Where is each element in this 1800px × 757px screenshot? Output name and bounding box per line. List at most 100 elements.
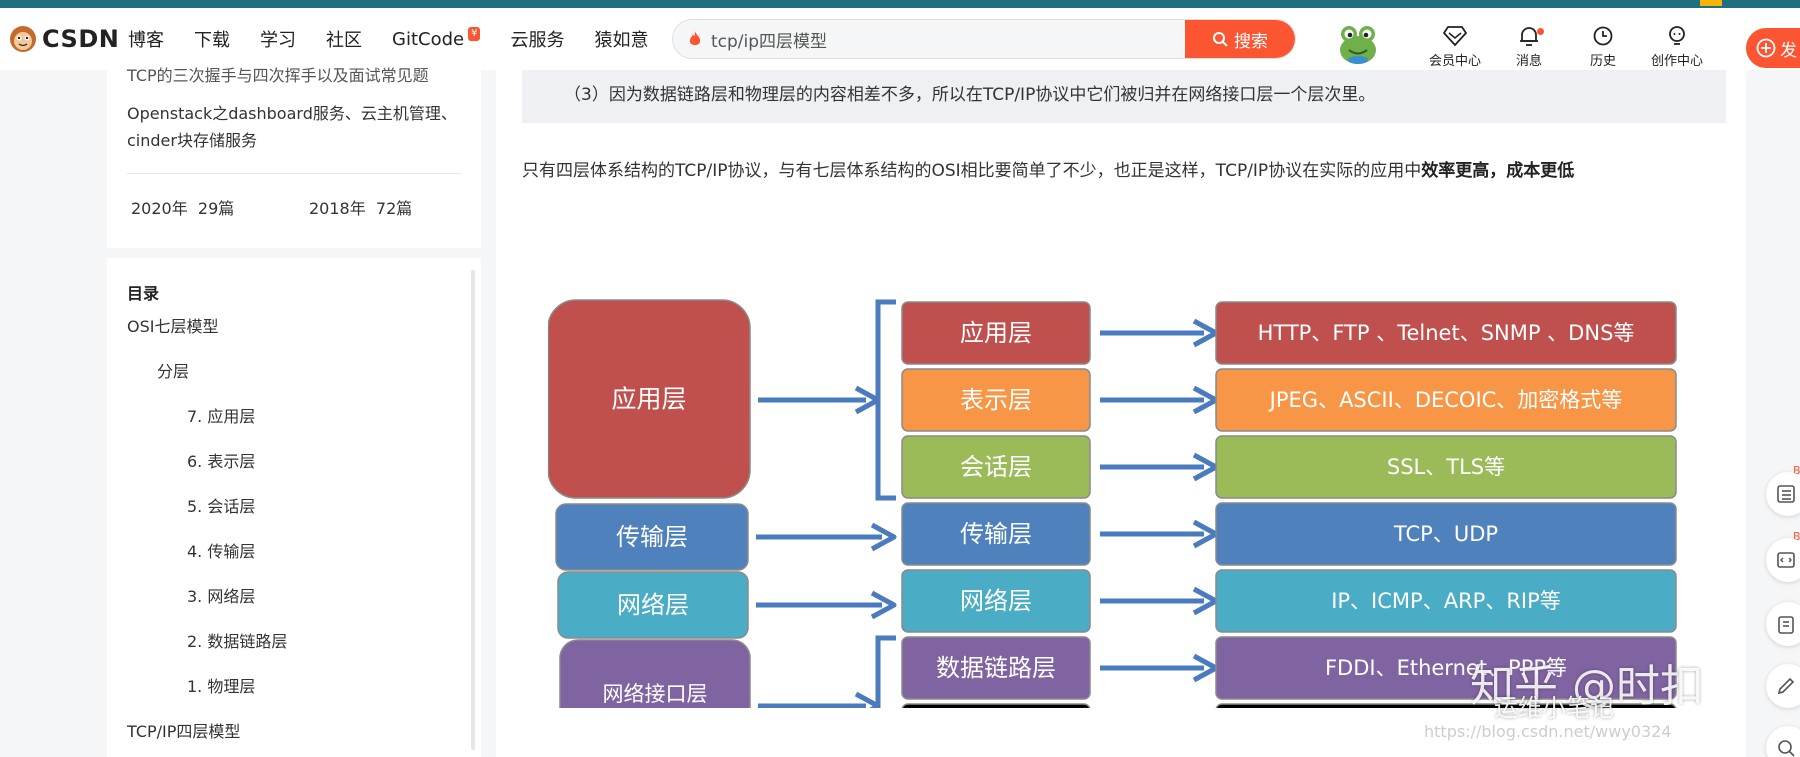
protocol-box-label: FDDI、Ethernet、PPP等 (1325, 656, 1567, 680)
csdn-url-watermark: https://blog.csdn.net/wwy0324 (1424, 722, 1672, 741)
toc-item[interactable]: 5. 会话层 (187, 497, 256, 516)
list-icon (1777, 485, 1795, 503)
tool-label: 会员中心 (1428, 54, 1481, 69)
protocol-box (1215, 301, 1677, 365)
nav-label: 下载 (194, 30, 230, 51)
osi-layer-box-label: 表示层 (960, 386, 1032, 414)
search-button-label: 搜索 (1234, 31, 1268, 52)
related-article-link[interactable]: Openstack之dashboard服务、云主机管理、cinder块存储服务 (127, 104, 457, 150)
nav-label: 云服务 (510, 30, 565, 51)
tcpip-layer-box-label: 网络层 (617, 591, 689, 619)
tool-label: 消息 (1515, 54, 1542, 69)
nav-yuanruyi[interactable]: 猿如意 (594, 26, 648, 52)
floating-edit-button[interactable] (1766, 664, 1800, 708)
edit-icon (1777, 677, 1795, 695)
protocol-box-label: JPEG、ASCII、DECOIC、加密格式等 (1268, 388, 1623, 412)
bell-icon (1520, 27, 1538, 46)
protocol-box (1215, 502, 1677, 566)
nav-cloud[interactable]: 云服务 (510, 26, 564, 52)
toc-item[interactable]: 4. 传输层 (187, 542, 256, 561)
unread-dot (1537, 28, 1544, 35)
vip-center-button[interactable]: 会员中心 (1418, 16, 1492, 78)
header-tools: 会员中心 消息 历史 创作中心 (1418, 16, 1714, 78)
osi-layer-box-label: 传输层 (960, 520, 1032, 548)
nav-learn[interactable]: 学习 (260, 26, 296, 52)
toc-item[interactable]: 分层 (157, 362, 190, 381)
tcpip-layer-box (559, 639, 751, 708)
article-paragraph: 只有四层体系结构的TCP/IP协议，与有七层体系结构的OSI相比要简单了不少，也… (522, 155, 1732, 188)
clipboard-icon (1778, 616, 1794, 634)
archive-year: 2018年 (309, 199, 366, 218)
blockquote: （3）因为数据链路层和物理层的内容相差不多，所以在TCP/IP协议中它们被归并在… (522, 70, 1726, 123)
osi-layer-box (901, 569, 1091, 633)
archive-2020[interactable]: 2020年 29篇 (131, 195, 234, 219)
float-badge: B (1793, 530, 1800, 543)
vip-corner-mark (1700, 0, 1722, 6)
protocol-box-label: IP、ICMP、ARP、RIP等 (1331, 589, 1561, 613)
messages-button[interactable]: 消息 (1492, 16, 1566, 78)
toc-item[interactable]: TCP/IP四层模型 (127, 722, 241, 741)
search-button[interactable]: 搜索 (1185, 20, 1295, 58)
csdn-logo[interactable]: CSDN (8, 24, 119, 54)
divider (127, 173, 461, 174)
osi-layer-box (901, 368, 1091, 432)
toc-item[interactable]: 7. 应用层 (187, 407, 256, 426)
toc-item[interactable]: 3. 网络层 (187, 587, 256, 606)
related-articles-card: TCP的三次握手与四次挥手以及面试常见题 Openstack之dashboard… (107, 66, 481, 248)
tcpip-layer-box-label: 网络接口层 (603, 682, 708, 706)
nav-label: 猿如意 (594, 30, 649, 51)
protocol-box-label: SSL、TLS等 (1387, 455, 1505, 479)
link-bracket (875, 635, 896, 708)
nav-gitcode[interactable]: GitCode¥ (392, 27, 481, 50)
tool-label: 创作中心 (1650, 54, 1703, 69)
history-button[interactable]: 历史 (1566, 16, 1640, 78)
plus-circle-icon (1756, 38, 1776, 58)
toc-scrollbar[interactable] (471, 270, 475, 750)
tcpip-arrow-head (870, 522, 897, 552)
archive-2018[interactable]: 2018年 72篇 (309, 195, 412, 219)
quote-text: （3）因为数据链路层和物理层的内容相差不多，所以在TCP/IP协议中它们被归并在… (564, 85, 1376, 105)
floating-clipboard-button[interactable] (1766, 602, 1800, 646)
float-badge: B (1793, 464, 1800, 477)
tcpip-layer-box-label: 传输层 (616, 523, 688, 551)
creator-center-button[interactable]: 创作中心 (1640, 16, 1714, 78)
publish-button[interactable]: 发 (1746, 28, 1800, 68)
floating-code-button[interactable] (1766, 538, 1800, 582)
wechat-watermark: 运维小笔记 (1494, 694, 1614, 722)
logo-text: CSDN (42, 25, 120, 53)
toc-item[interactable]: 6. 表示层 (187, 452, 256, 471)
toc-item[interactable]: 2. 数据链路层 (187, 632, 288, 651)
nav-download[interactable]: 下载 (194, 26, 230, 52)
floating-search-button[interactable] (1766, 726, 1800, 757)
zhihu-watermark: 知乎 @时扣 (1470, 661, 1704, 712)
article-content: （3）因为数据链路层和物理层的内容相差不多，所以在TCP/IP协议中它们被归并在… (496, 70, 1746, 757)
tcpip-arrow-head (854, 385, 881, 415)
search-input[interactable] (685, 20, 1185, 58)
main-nav: 博客 下载 学习 社区 GitCode¥ 云服务 猿如意 (128, 8, 678, 70)
tool-label: 历史 (1589, 54, 1616, 69)
protocol-box (1215, 703, 1677, 708)
paragraph-bold-text: 效率更高，成本更低 (1421, 161, 1575, 181)
protocol-box-label: TCP、UDP (1393, 522, 1498, 546)
publish-label: 发 (1780, 40, 1797, 61)
app-bracket (875, 299, 896, 501)
clock-icon (1593, 26, 1613, 46)
toc-item[interactable]: 1. 物理层 (187, 677, 256, 696)
osi-layer-box-label: 会话层 (960, 453, 1032, 481)
diamond-icon (1443, 26, 1467, 47)
nav-blog[interactable]: 博客 (128, 26, 164, 52)
floating-list-button[interactable] (1766, 472, 1800, 516)
tcpip-arrow-head (870, 590, 897, 620)
osi-layer-box (901, 435, 1091, 499)
related-article-link[interactable]: TCP的三次握手与四次挥手以及面试常见题 (127, 66, 429, 85)
tcpip-layer-box (548, 299, 751, 499)
nav-label: 博客 (128, 30, 164, 51)
nav-community[interactable]: 社区 (326, 26, 362, 52)
frog-mascot-icon[interactable] (1335, 20, 1381, 66)
tcpip-layer-box (555, 503, 749, 571)
archive-count: 29篇 (197, 199, 235, 218)
tcpip-layer-box (557, 571, 749, 639)
protocol-box-label: HTTP、FTP 、Telnet、SNMP 、DNS等 (1258, 321, 1635, 345)
toc-item[interactable]: OSI七层模型 (127, 317, 219, 336)
